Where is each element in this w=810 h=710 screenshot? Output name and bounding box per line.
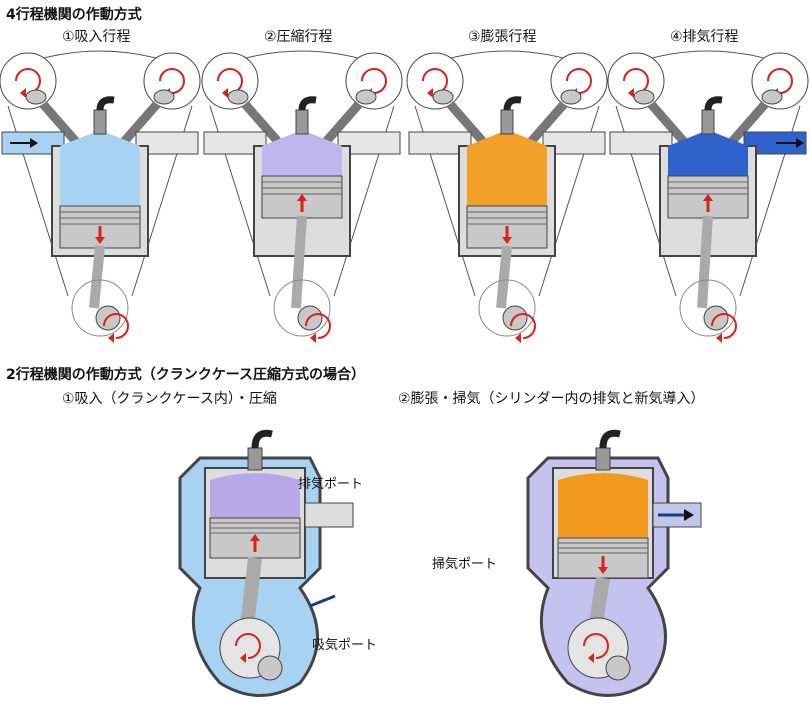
exhaust-port [743, 131, 807, 155]
intake-valve-spring [647, 101, 690, 147]
exhaust-port [135, 131, 199, 155]
piston-direction-arrow-head [502, 237, 512, 244]
crank-rotation-arrow [103, 313, 129, 339]
cam-rotation-arrow-head [20, 88, 26, 98]
crank-rotation-arrow-head [588, 653, 594, 663]
exhaust-port [542, 131, 606, 155]
crank-circle [273, 279, 331, 337]
piston-direction-arrow-head [703, 194, 713, 201]
spark-plug [295, 109, 309, 135]
piston-direction-arrow-head [250, 534, 260, 541]
connecting-rod [291, 215, 307, 309]
four-stroke-engine-2 [201, 50, 403, 343]
four-stroke-engine-3 [406, 50, 608, 343]
intake-port [203, 131, 267, 155]
exhaust-flow-arrow-head [684, 509, 694, 521]
crank-rotation-arrow-head [515, 333, 521, 343]
stage-label-exhaust: ④排気行程 [670, 29, 739, 45]
cam-lobe [25, 89, 47, 105]
crank-circle [478, 279, 536, 337]
piston-direction-arrow-head [95, 237, 105, 244]
combustion-gas [262, 130, 342, 176]
stage-label-power: ③膨張行程 [468, 29, 537, 45]
spark-plug [500, 109, 514, 135]
cam-lobe [227, 89, 249, 105]
crank-rotation-arrow-head [310, 333, 316, 343]
intake-valve-spring [39, 101, 82, 147]
piston-direction-arrow-head [297, 194, 307, 201]
cam-lobe [633, 89, 655, 105]
intake-port [408, 131, 472, 155]
exhaust-port [337, 131, 401, 155]
crank-rotation-arrow-head [108, 333, 114, 343]
combustion-gas [558, 473, 648, 538]
crankshaft [257, 655, 283, 681]
crank-rotation-arrow [711, 313, 737, 339]
exhaust-valve-spring [118, 101, 161, 147]
exhaust-port-label: 排気ポート [298, 477, 364, 492]
exhaust-port [304, 502, 354, 528]
crank-rotation-arrow [305, 313, 331, 339]
four-stroke-engine-4 [607, 50, 809, 343]
cam-lobe [432, 89, 454, 105]
stage-label-compression: ②圧縮行程 [264, 29, 333, 45]
combustion-gas [60, 130, 140, 206]
two-stroke-stage-label-1: ①吸入（クランクケース内）・圧縮 [62, 391, 277, 407]
intake-port-label: 吸気ポート [312, 638, 378, 653]
cam-lobe [153, 89, 175, 105]
stage-label-intake: ①吸入行程 [62, 29, 131, 45]
combustion-gas [210, 473, 300, 518]
crank-circle [71, 279, 129, 337]
spark-plug-wire [251, 429, 273, 449]
intake-valve-spring [241, 101, 284, 147]
spark-plug [93, 109, 107, 135]
crank-rotation-arrow [510, 313, 536, 339]
four-stroke-engine-1 [0, 50, 201, 343]
exhaust-valve-spring [320, 101, 363, 147]
exhaust-valve-spring [726, 101, 769, 147]
crank-rotation-arrow-head [716, 333, 722, 343]
cam-rotation-arrow-head [628, 88, 634, 98]
cam-rotation-arrow-head [427, 88, 433, 98]
cam-rotation-arrow [361, 68, 387, 94]
combustion-gas [467, 130, 547, 206]
cam-rotation-arrow [159, 68, 185, 94]
exhaust-flow-arrow-head [796, 138, 804, 148]
spark-plug [701, 109, 715, 135]
connecting-rod [496, 245, 512, 309]
two-stroke-stage-label-2: ②膨張・掃気（シリンダー内の排気と新気導入） [398, 391, 705, 407]
spark-plug [595, 447, 611, 471]
cam-rotation-arrow [767, 68, 793, 94]
combustion-gas [668, 130, 748, 176]
four-stroke-title: 4行程機関の作動方式 [6, 7, 142, 23]
two-stroke-title: 2行程機関の作動方式（クランクケース圧縮方式の場合） [6, 367, 366, 383]
spark-plug-wire [704, 96, 723, 111]
exhaust-valve-spring [525, 101, 568, 147]
spark-plug-wire [96, 96, 115, 111]
crank-rotation-arrow [235, 633, 261, 659]
crank-circle [679, 279, 737, 337]
two-stroke-engine-2 [526, 429, 702, 697]
cam-lobe [355, 89, 377, 105]
cam-rotation-arrow [566, 68, 592, 94]
scavenge-port-label: 掃気ポート [432, 557, 498, 572]
cam-lobe [761, 89, 783, 105]
intake-flow-arrow [309, 594, 336, 608]
intake-port [609, 131, 673, 155]
connecting-rod [697, 215, 713, 309]
piston-direction-arrow-head [598, 567, 608, 574]
spark-plug-wire [503, 96, 522, 111]
cam-rotation-arrow-head [222, 88, 228, 98]
spark-plug-wire [298, 96, 317, 111]
crank-rotation-arrow-head [240, 653, 246, 663]
two-stroke-engine-1 [178, 429, 354, 697]
crank-rotation-arrow [583, 633, 609, 659]
spark-plug [247, 447, 263, 471]
spark-plug-wire [599, 429, 621, 449]
crankshaft [605, 655, 631, 681]
intake-flow-arrow-head [30, 138, 38, 148]
cam-lobe [560, 89, 582, 105]
intake-valve-spring [446, 101, 489, 147]
connecting-rod [89, 245, 105, 309]
